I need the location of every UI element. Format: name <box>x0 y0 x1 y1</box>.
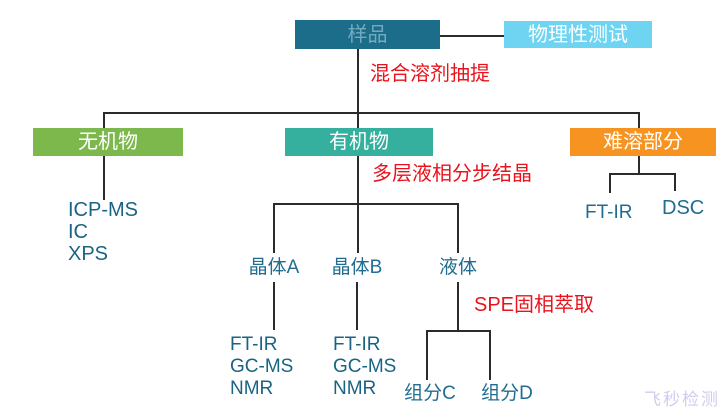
method-item: IC <box>68 221 88 243</box>
method-item: GC-MS <box>230 356 294 377</box>
node-physical-test: 物理性测试 <box>504 21 652 48</box>
label-fraction-d: 组分D <box>481 383 533 404</box>
label-fraction-c: 组分C <box>404 383 456 404</box>
connector-stub-insoluble <box>638 113 640 128</box>
connector-insoluble-fork <box>609 173 676 175</box>
process-label-crystallization: 多层液相分步结晶 <box>372 163 532 185</box>
connector-insoluble-ftir <box>609 173 611 193</box>
method-list-inorganic: ICP-MS IC XPS <box>68 199 138 265</box>
node-inorganic: 无机物 <box>33 128 183 156</box>
connector-insoluble-down <box>638 156 640 174</box>
connector-stub-inorganic <box>103 113 105 128</box>
process-label-spe: SPE固相萃取 <box>474 294 595 316</box>
connector-insoluble-dsc <box>674 173 676 191</box>
connector-crystal-a-methods <box>273 282 275 330</box>
method-item: NMR <box>333 378 377 399</box>
connector-fraction-fork <box>426 330 491 332</box>
connector-sample-trunk <box>357 49 359 113</box>
method-list-crystal-b: FT-IR GC-MS NMR <box>333 334 396 400</box>
connector-liquid <box>457 203 459 253</box>
method-list-crystal-a: FT-IR GC-MS NMR <box>230 334 293 400</box>
connector-liquid-down <box>457 282 459 330</box>
connector-stub-organic <box>357 113 359 128</box>
node-organic: 有机物 <box>285 128 433 156</box>
connector-distribution <box>103 112 640 114</box>
method-item: XPS <box>68 243 109 265</box>
method-item-insoluble-ftir: FT-IR <box>585 202 633 223</box>
node-sample: 样品 <box>295 20 440 49</box>
connector-crystal-b-methods <box>356 282 358 330</box>
process-label-extraction: 混合溶剂抽提 <box>370 63 490 85</box>
method-item: GC-MS <box>333 356 397 377</box>
method-item: FT-IR <box>230 334 278 355</box>
method-item: NMR <box>230 378 274 399</box>
connector-crystal-tee <box>273 203 459 205</box>
connector-sample-physical <box>440 35 504 37</box>
label-liquid: 液体 <box>438 257 477 278</box>
label-crystal-a: 晶体A <box>248 257 300 278</box>
connector-inorganic-methods <box>103 156 105 200</box>
watermark-text: 飞秒检测 <box>644 390 720 409</box>
method-item-insoluble-dsc: DSC <box>662 197 705 219</box>
method-item: FT-IR <box>333 334 381 355</box>
connector-fraction-d <box>489 330 491 380</box>
connector-crystal-a <box>273 203 275 253</box>
connector-fraction-c <box>426 330 428 380</box>
method-item: ICP-MS <box>68 199 138 221</box>
node-insoluble: 难溶部分 <box>570 128 716 156</box>
label-crystal-b: 晶体B <box>331 257 383 278</box>
